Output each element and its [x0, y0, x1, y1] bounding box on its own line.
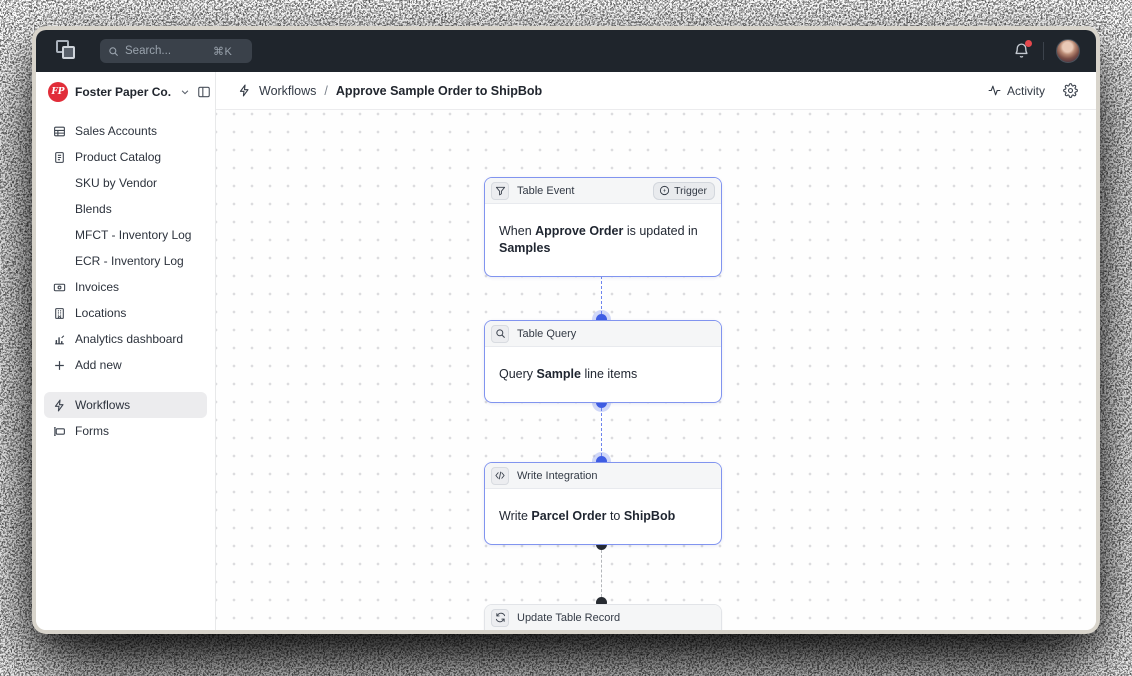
- breadcrumb-separator: /: [324, 83, 328, 98]
- app-window: ⌘K FP Foster Paper Co.: [36, 30, 1096, 630]
- bar-chart-icon: [52, 333, 66, 346]
- node-description: Write Parcel Order to ShipBob: [499, 509, 676, 523]
- connector-dot[interactable]: [596, 314, 607, 325]
- sidebar-item-add-new[interactable]: Add new: [44, 352, 207, 378]
- node-header: Update Table Record: [485, 605, 721, 630]
- sidebar-section-gap: [44, 378, 207, 392]
- connector-line: [601, 266, 602, 314]
- chevron-down-icon: [180, 87, 190, 97]
- topbar: ⌘K: [36, 30, 1096, 72]
- page-header: Workflows / Approve Sample Order to Ship…: [216, 72, 1096, 110]
- sidebar-item-sales-accounts[interactable]: Sales Accounts: [44, 118, 207, 144]
- topbar-divider: [1043, 42, 1044, 60]
- workflow-canvas[interactable]: Table Event Trigger When Approve Order i…: [216, 110, 1096, 630]
- connector-line: [601, 550, 602, 597]
- sidebar-item-locations[interactable]: Locations: [44, 300, 207, 326]
- breadcrumb-section[interactable]: Workflows: [259, 83, 317, 98]
- table-icon: [52, 125, 66, 138]
- trigger-badge: Trigger: [653, 181, 715, 200]
- sidebar-item-invoices[interactable]: Invoices: [44, 274, 207, 300]
- filter-icon: [491, 181, 509, 200]
- search-icon: [109, 46, 119, 56]
- sidebar-item-mfct-inventory-log[interactable]: MFCT - Inventory Log: [75, 228, 192, 242]
- zap-circle-icon: [660, 185, 670, 196]
- sidebar-collapse-icon[interactable]: [197, 85, 211, 99]
- document-icon: [52, 151, 66, 164]
- connector-dot[interactable]: [596, 597, 607, 608]
- search-icon: [491, 324, 509, 343]
- connector-dot[interactable]: [596, 456, 607, 467]
- node-title: Table Event: [517, 184, 575, 197]
- search-shortcut: ⌘K: [213, 45, 233, 58]
- sidebar-item-forms[interactable]: Forms: [44, 418, 207, 444]
- workspace-switcher[interactable]: FP Foster Paper Co.: [36, 72, 215, 112]
- node-description: Query Sample line items: [499, 367, 638, 381]
- workflow-node-table-query[interactable]: Table Query Query Sample line items: [484, 320, 722, 403]
- notifications-bell-icon[interactable]: [1013, 40, 1032, 60]
- node-title: Table Query: [517, 327, 577, 340]
- zap-icon: [238, 84, 251, 97]
- workspace-logo: FP: [48, 82, 68, 102]
- settings-gear-icon[interactable]: [1063, 83, 1078, 98]
- sidebar: FP Foster Paper Co. Sales Accounts Produ…: [36, 72, 216, 630]
- sidebar-item-sku-by-vendor[interactable]: SKU by Vendor: [75, 176, 158, 190]
- workflow-node-update-table-record[interactable]: Update Table Record: [484, 604, 722, 630]
- user-avatar[interactable]: [1056, 39, 1080, 63]
- activity-button[interactable]: Activity: [988, 84, 1045, 98]
- sidebar-item-analytics-dashboard[interactable]: Analytics dashboard: [44, 326, 207, 352]
- connector-line: [601, 408, 602, 456]
- workspace-name: Foster Paper Co.: [75, 85, 172, 99]
- sidebar-item-product-catalog[interactable]: Product Catalog: [44, 144, 207, 170]
- form-input-icon: [52, 425, 66, 438]
- building-icon: [52, 307, 66, 320]
- search-box[interactable]: ⌘K: [100, 39, 252, 63]
- node-header: Table Event Trigger: [485, 178, 721, 204]
- zap-icon: [52, 399, 66, 412]
- node-title: Write Integration: [517, 469, 598, 482]
- invoice-icon: [52, 281, 66, 294]
- sidebar-item-workflows[interactable]: Workflows: [44, 392, 207, 418]
- sidebar-nav: Sales Accounts Product Catalog SKU by Ve…: [36, 112, 215, 450]
- node-title: Update Table Record: [517, 611, 621, 624]
- workflow-node-write-integration[interactable]: Write Integration Write Parcel Order to …: [484, 462, 722, 545]
- notification-badge: [1025, 40, 1032, 47]
- app-logo-icon[interactable]: [56, 40, 78, 62]
- plus-icon: [52, 359, 66, 372]
- activity-pulse-icon: [988, 85, 1001, 96]
- workflow-node-table-event[interactable]: Table Event Trigger When Approve Order i…: [484, 177, 722, 277]
- sidebar-item-ecr-inventory-log[interactable]: ECR - Inventory Log: [75, 254, 184, 268]
- page-title: Approve Sample Order to ShipBob: [335, 83, 543, 98]
- code-icon: [491, 466, 509, 485]
- node-header: Table Query: [485, 321, 721, 347]
- sidebar-item-blends[interactable]: Blends: [75, 202, 112, 216]
- breadcrumb: Workflows / Approve Sample Order to Ship…: [238, 84, 542, 98]
- node-description: When Approve Order is updated in Samples: [499, 224, 698, 255]
- node-header: Write Integration: [485, 463, 721, 489]
- search-input[interactable]: [125, 45, 207, 57]
- sync-icon: [491, 608, 509, 627]
